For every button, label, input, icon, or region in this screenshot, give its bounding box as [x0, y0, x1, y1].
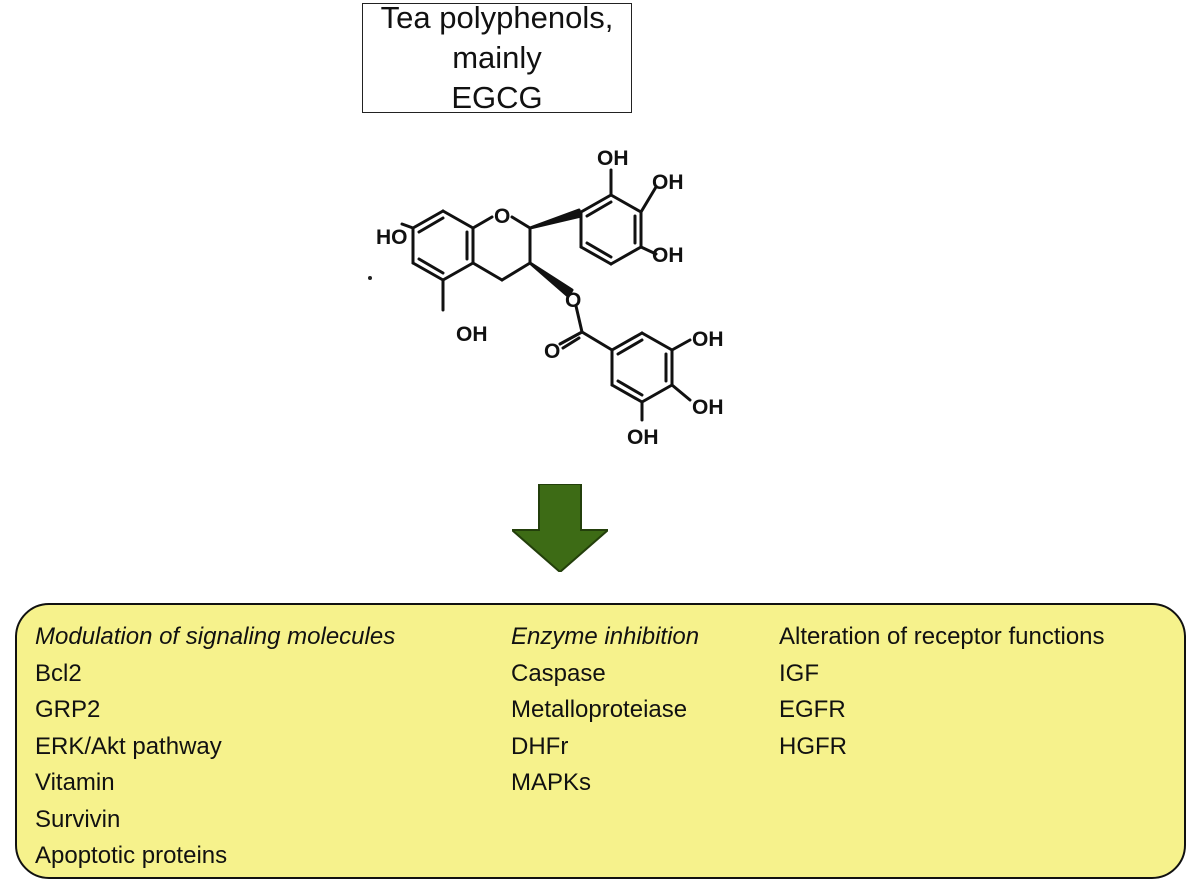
- oh-gallate-top-label: OH: [692, 328, 724, 351]
- list-item: Apoptotic proteins: [35, 842, 228, 869]
- down-arrow-icon: [509, 483, 611, 574]
- enzyme-column: Enzyme inhibition Caspase Metalloproteia…: [511, 619, 699, 802]
- oh-gallate-bottom-label: OH: [627, 426, 659, 449]
- ho-label: HO: [376, 226, 408, 249]
- oh-top-label: OH: [597, 147, 629, 170]
- receptor-column: Alteration of receptor functions IGF EGF…: [779, 619, 1105, 765]
- list-item: Vitamin: [35, 769, 115, 796]
- oh-bottom-left-label: OH: [456, 323, 488, 346]
- ring-o-label: O: [494, 205, 510, 228]
- ester-o-label: O: [565, 289, 581, 312]
- enzyme-heading: Enzyme inhibition: [511, 623, 700, 650]
- title-line-1: Tea polyphenols, mainly: [380, 0, 614, 75]
- list-item: EGFR: [779, 696, 846, 723]
- list-item: Bcl2: [35, 659, 82, 687]
- oh-gallate-mid-label: OH: [692, 396, 724, 419]
- list-item: Survivin: [35, 805, 121, 833]
- title-box: Tea polyphenols, mainly EGCG: [362, 0, 632, 115]
- modulation-heading: Modulation of signaling molecules: [35, 623, 396, 650]
- list-item: Caspase: [511, 659, 606, 687]
- stray-dot: [368, 276, 372, 280]
- egcg-structure-svg: HO O OH OH OH O O OH OH OH OH: [376, 147, 724, 449]
- effects-box: Modulation of signaling molecules Bcl2 G…: [15, 603, 1186, 879]
- list-item: ERK/Akt pathway: [35, 732, 222, 760]
- list-item: DHFr: [511, 732, 569, 760]
- list-item: GRP2: [35, 696, 101, 723]
- oh-upper-right-label: OH: [652, 171, 684, 194]
- list-item: IGF: [779, 659, 819, 687]
- oh-mid-right-label: OH: [652, 244, 684, 267]
- egcg-structure: HO O OH OH OH O O OH OH OH OH: [360, 120, 740, 460]
- list-item: HGFR: [779, 732, 847, 760]
- list-item: MAPKs: [511, 769, 592, 796]
- list-item: Metalloproteiase: [511, 696, 688, 723]
- receptor-heading: Alteration of receptor functions: [779, 623, 1105, 650]
- carbonyl-o-label: O: [544, 340, 560, 363]
- title-line-2: EGCG: [451, 80, 543, 115]
- modulation-column: Modulation of signaling molecules Bcl2 G…: [35, 619, 395, 875]
